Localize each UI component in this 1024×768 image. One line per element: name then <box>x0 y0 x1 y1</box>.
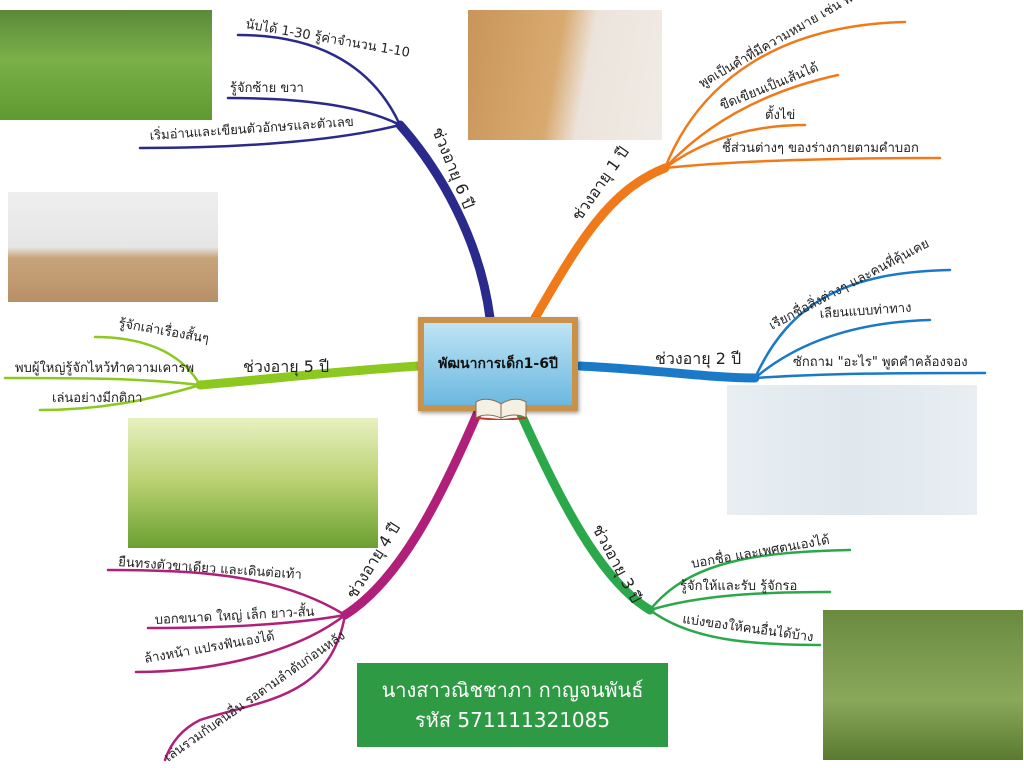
age3-label: ช่วงอายุ 3 ปี <box>588 521 646 606</box>
branch-age3 <box>515 407 655 615</box>
author-id: รหัส 571111321085 <box>414 708 611 732</box>
age4-item: ล้างหน้า แปรงฟันเองได้ <box>143 628 276 667</box>
branch-age1 <box>530 163 670 323</box>
age2-label: ช่วงอายุ 2 ปี <box>655 349 741 369</box>
age1-item: ชี้ส่วนต่างๆ ของร่างกายตามคำบอก <box>722 138 919 156</box>
age5-item: เล่นอย่างมีกติกา <box>52 390 142 406</box>
photo-girl-reading <box>8 192 218 302</box>
age5-item: รู้จักเล่าเรื่องสั้นๆ <box>117 313 210 347</box>
author-box: นางสาวณิชชาภา กาญจนพันธ์ รหัส 5711113210… <box>357 663 668 747</box>
central-title: พัฒนาการเด็ก1-6ปี <box>438 356 558 372</box>
age5-label: ช่วงอายุ 5 ปี <box>243 357 329 377</box>
age3-item: รู้จักให้และรับ รู้จักรอ <box>680 578 797 594</box>
photo-kids-playing-ball <box>0 10 212 120</box>
photo-kids-on-bikes <box>128 418 378 548</box>
age6-item: รู้จักซ้าย ขวา <box>230 81 304 96</box>
photo-toddler-playground <box>823 610 1023 760</box>
age1-item: ตั้งไข่ <box>765 105 795 123</box>
photo-toddlers-smiling <box>727 385 977 515</box>
age6-item: นับได้ 1-30 รู้ค่าจำนวน 1-10 <box>244 16 411 61</box>
photo-baby-climbing-stairs <box>468 10 662 140</box>
age2-item: ซักถาม "อะไร" พูดคำคล้องจอง <box>793 354 968 370</box>
branch-age2 <box>575 361 760 383</box>
age2-item: เลียนแบบท่าทาง <box>819 300 912 322</box>
age5-item: พบผู้ใหญ่รู้จักไหว้ทำความเคารพ <box>15 360 194 376</box>
age4-item: ยืนทรงตัวขาเดียว และเดินต่อเท้า <box>117 554 302 583</box>
author-name: นางสาวณิชชาภา กาญจนพันธ์ <box>381 678 644 702</box>
branch-age4 <box>340 407 483 620</box>
branch-age5 <box>195 361 423 390</box>
age4-item: บอกขนาด ใหญ่ เล็ก ยาว-สั้น <box>154 602 315 628</box>
age3-item: แบ่งของให้คนอื่นได้บ้าง <box>681 610 814 645</box>
open-book-icon <box>475 398 527 420</box>
branch-age6 <box>395 120 495 323</box>
